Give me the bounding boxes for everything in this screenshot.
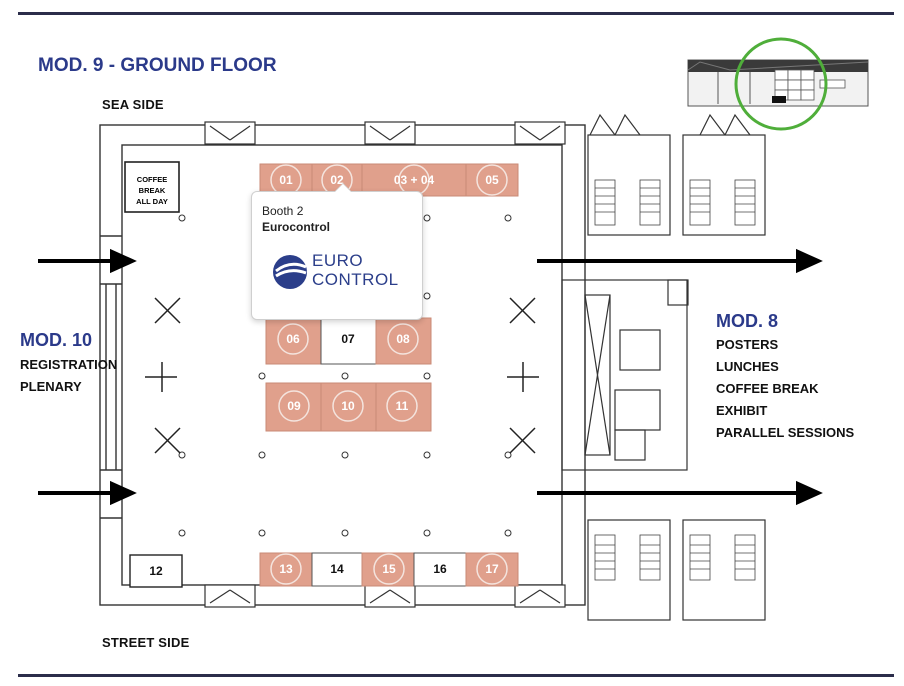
coffee-break-box [124,161,180,213]
booth-12-label: 12 [149,564,163,578]
booth-01-label: 01 [279,173,293,187]
popup-company-name: Eurocontrol [262,220,330,234]
booth-12[interactable] [129,554,183,588]
popup-pointer [334,183,352,192]
mod8-item-lunches: LUNCHES [716,359,779,374]
coffee-box-line3: ALL DAY [136,197,168,206]
mod10-title: MOD. 10 [20,330,93,350]
locator-minimap [687,59,869,107]
booth-03-04[interactable] [361,163,467,197]
mod8-item-coffee-break: COFFEE BREAK [716,381,819,396]
wall-doors [204,121,566,608]
booth-15-label: 15 [382,562,396,576]
booth-16-label: 16 [433,562,447,576]
sea-side-label: SEA SIDE [102,97,164,112]
booth-07[interactable] [320,317,377,365]
entrance-arrows [38,248,823,506]
floor-title: MOD. 9 - GROUND FLOOR [38,55,277,76]
booth-row-2[interactable]: 06 07 08 [265,317,432,365]
booth-14[interactable] [311,552,363,587]
coffee-box-line2: BREAK [139,186,166,195]
booth-08-label: 08 [396,332,410,346]
booth-11-label: 11 [396,399,409,413]
booth-info-popup[interactable]: Booth 2 Eurocontrol EURO CONTROL [251,183,423,320]
top-rule [18,12,894,15]
booth-17[interactable] [465,552,519,587]
booth-row-1[interactable]: 01 02 03 + 04 05 [259,163,519,197]
mod8-item-exhibit: EXHIBIT [716,403,768,418]
street-side-label: STREET SIDE [102,635,190,650]
logo-text-line1: EURO [312,251,364,270]
mod8-item-parallel-sessions: PARALLEL SESSIONS [716,425,855,440]
stairs [594,179,756,581]
logo-text-line2: CONTROL [312,270,399,289]
booth-05-label: 05 [485,173,499,187]
booth-09[interactable] [265,382,322,432]
booth-14-label: 14 [330,562,344,576]
booth-07-label: 07 [341,332,355,346]
booth-17-label: 17 [485,562,499,576]
booth-05[interactable] [465,163,519,197]
column-crosses [145,297,539,454]
eurocontrol-logo-icon [273,255,307,289]
mod10-item-registration: REGISTRATION [20,357,118,372]
booth-09-label: 09 [287,399,301,413]
mod8-item-posters: POSTERS [716,337,779,352]
coffee-box-line1: COFFEE [137,175,167,184]
booth-row-3[interactable]: 09 10 11 [265,382,432,432]
popup-booth-number: Booth 2 [262,204,304,218]
mod8-building [561,113,766,621]
bottom-rule [18,674,894,677]
booth-13-label: 13 [279,562,293,576]
booth-03-04-label: 03 + 04 [394,173,435,187]
eurocontrol-logo: EURO CONTROL [270,252,410,292]
mod10-item-plenary: PLENARY [20,379,82,394]
booth-row-5[interactable]: 13 14 15 16 17 [259,552,519,587]
booth-06-label: 06 [286,332,300,346]
mod8-title: MOD. 8 [716,311,779,331]
booth-16[interactable] [413,552,467,587]
booth-10-label: 10 [341,399,355,413]
booth-08[interactable] [375,317,432,365]
location-highlight-ring [734,37,828,131]
